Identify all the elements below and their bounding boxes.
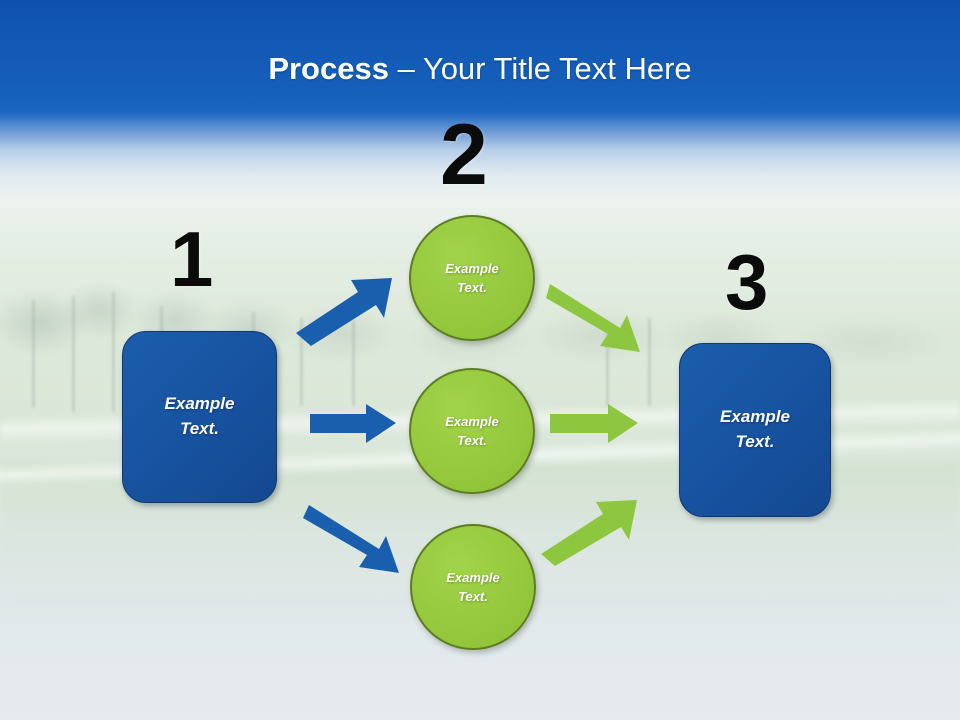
- process-box-left[interactable]: Example Text.: [122, 331, 277, 503]
- palm-trunk: [648, 318, 651, 406]
- process-circle-bottom-line2: Text.: [458, 589, 488, 604]
- process-circle-top-line2: Text.: [457, 280, 487, 295]
- process-box-left-line1: Example: [164, 394, 235, 414]
- page-title-rest: Your Title Text Here: [422, 51, 692, 86]
- process-circle-middle[interactable]: Example Text.: [409, 368, 535, 494]
- process-circle-middle-line1: Example: [445, 413, 499, 429]
- palm-trunk: [72, 296, 75, 412]
- arrow-bottom-to-right-icon: [541, 500, 651, 568]
- process-circle-bottom[interactable]: Example Text.: [410, 524, 536, 650]
- process-box-right-label: Example Text.: [720, 405, 790, 454]
- process-circle-top-line1: Example: [445, 260, 499, 276]
- process-box-right-line2: Text.: [735, 432, 775, 451]
- page-title: Process – Your Title Text Here: [0, 51, 960, 86]
- process-circle-middle-line2: Text.: [457, 433, 487, 448]
- palm-trunk: [606, 322, 609, 406]
- title-band: [0, 0, 960, 200]
- process-circle-middle-label: Example Text.: [445, 412, 498, 451]
- step-number-2: 2: [440, 107, 488, 203]
- step-number-1: 1: [170, 215, 214, 303]
- process-box-left-line2: Text.: [179, 419, 220, 438]
- palm-trunk: [32, 300, 35, 408]
- step-number-3: 3: [725, 238, 769, 326]
- arrow-left-to-middle-icon: [310, 404, 396, 444]
- arrow-left-to-top-icon: [296, 278, 406, 348]
- process-box-left-label: Example Text.: [165, 392, 235, 441]
- process-circle-top-label: Example Text.: [445, 259, 498, 298]
- page-title-bold: Process: [268, 51, 389, 86]
- arrow-top-to-right-icon: [546, 284, 654, 354]
- process-circle-bottom-label: Example Text.: [446, 568, 499, 607]
- arrow-middle-to-right-icon: [550, 404, 638, 444]
- page-title-separator: –: [388, 51, 423, 86]
- process-box-right-line1: Example: [720, 407, 790, 427]
- palm-trunk: [352, 320, 355, 406]
- arrow-left-to-bottom-icon: [303, 505, 411, 575]
- process-box-right[interactable]: Example Text.: [679, 343, 831, 517]
- process-circle-top[interactable]: Example Text.: [409, 215, 535, 341]
- palm-trunk: [300, 318, 303, 406]
- process-circle-bottom-line1: Example: [446, 569, 500, 585]
- palm-trunk: [112, 292, 115, 412]
